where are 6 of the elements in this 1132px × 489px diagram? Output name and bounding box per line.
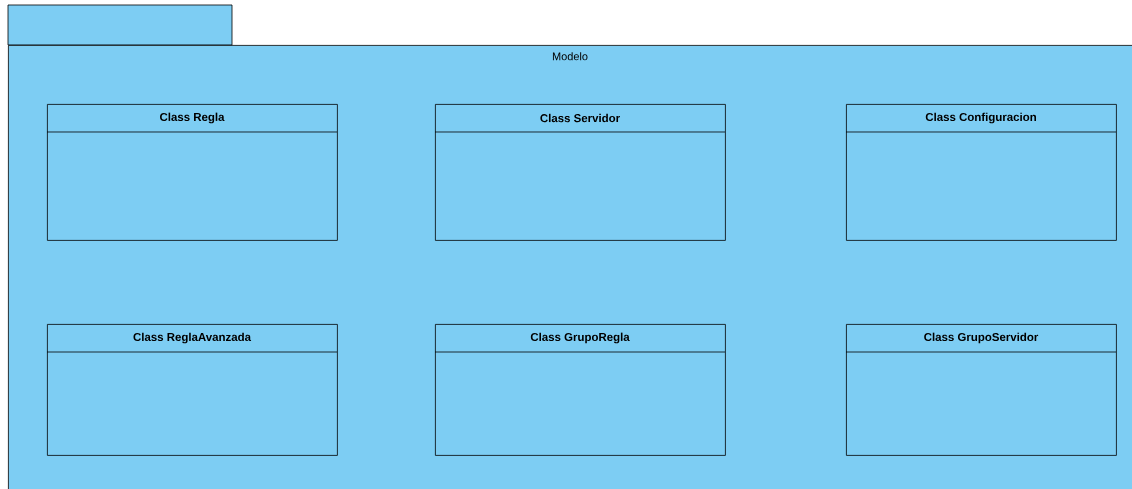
class-box: Class Servidor (434, 104, 726, 241)
class-box: Class GrupoRegla (434, 324, 726, 456)
class-box: Class Configuracion (845, 104, 1117, 241)
class-box: Class ReglaAvanzada (46, 324, 338, 456)
class-box: Class Regla (46, 104, 338, 241)
class-box: Class GrupoServidor (845, 324, 1117, 456)
